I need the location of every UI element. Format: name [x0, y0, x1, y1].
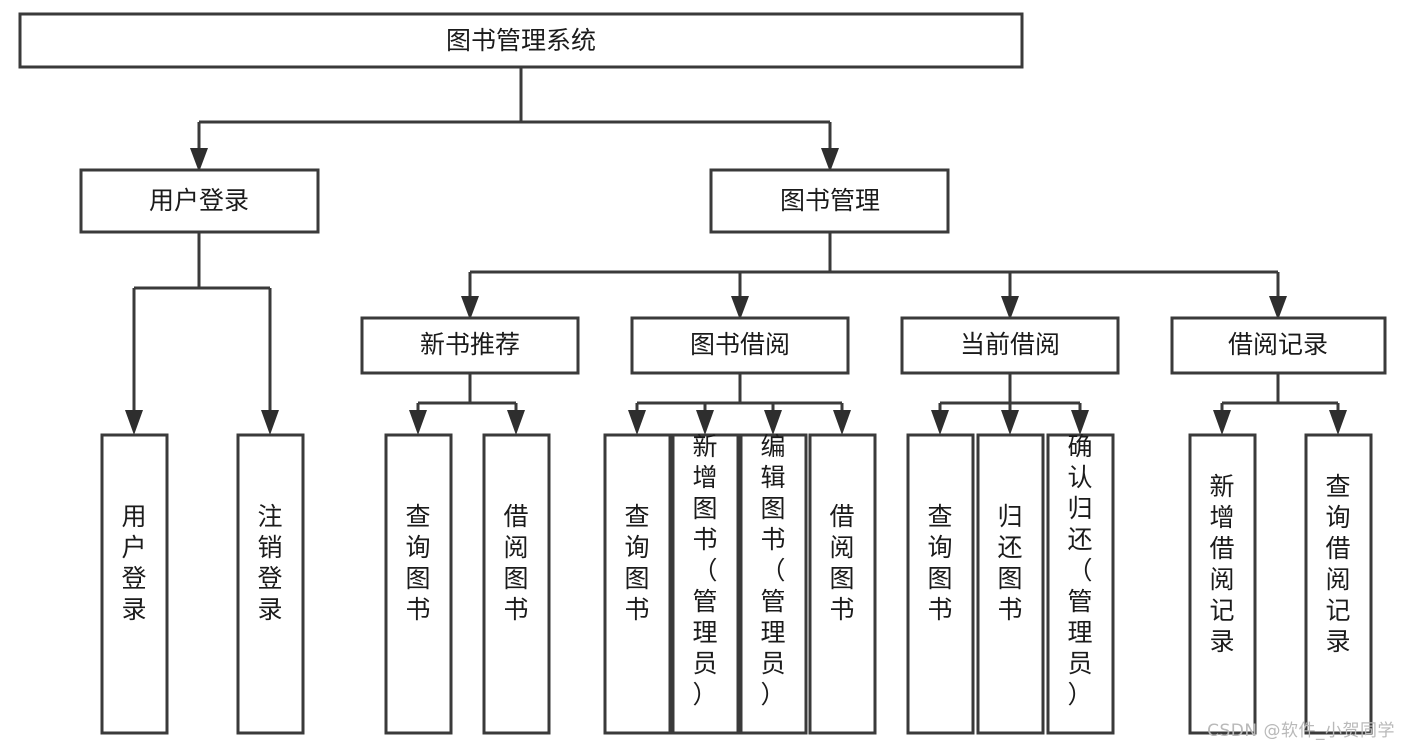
node-root[interactable]: 图书管理系统	[18, 12, 1024, 69]
leaf-newbook-borrow[interactable]: 借阅图书	[482, 433, 551, 735]
node-book-borrow[interactable]: 图书借阅	[630, 316, 850, 375]
leaf-bookborrow-edit-label: 编辑图书（管理员）	[760, 432, 785, 709]
leaf-bookborrow-query[interactable]: 查询图书	[603, 433, 672, 735]
leaf-bookborrow-edit-box[interactable]	[739, 433, 808, 735]
node-current-borrow[interactable]: 当前借阅	[900, 316, 1120, 375]
node-new-book-recommend-box[interactable]	[360, 316, 580, 375]
arrowhead-br-query	[1329, 410, 1347, 435]
leaf-newbook-query-box[interactable]	[384, 433, 453, 735]
arrowhead-leaf-logout	[261, 410, 279, 435]
node-current-borrow-label: 当前借阅	[960, 330, 1060, 359]
leaf-currentborrow-return-label: 归还图书	[997, 502, 1022, 624]
arrowhead-new-book	[461, 296, 479, 320]
leaf-user-login-login-label: 用户登录	[121, 502, 146, 624]
arrowhead-bb-query	[628, 410, 646, 435]
leaf-user-login-login-box[interactable]	[100, 433, 169, 735]
arrowhead-book-mgmt	[821, 148, 839, 172]
node-book-borrow-box[interactable]	[630, 316, 850, 375]
arrowhead-current-borrow	[1001, 296, 1019, 320]
leaf-currentborrow-query-label: 查询图书	[927, 502, 952, 624]
leaf-user-login-logout-box[interactable]	[236, 433, 305, 735]
leaf-bookborrow-query-label: 查询图书	[624, 502, 649, 624]
leaf-currentborrow-confirm[interactable]: 确认归还（管理员）	[1046, 432, 1115, 735]
leaf-borrowrecord-query[interactable]: 查询借阅记录	[1304, 433, 1373, 735]
arrowhead-newbook-query	[409, 410, 427, 435]
node-root-label: 图书管理系统	[446, 26, 596, 55]
arrowhead-newbook-borrow	[507, 410, 525, 435]
leaf-bookborrow-edit[interactable]: 编辑图书（管理员）	[739, 432, 808, 735]
arrowhead-bb-edit	[764, 410, 782, 435]
leaf-bookborrow-query-box[interactable]	[603, 433, 672, 735]
node-user-login-box[interactable]	[79, 168, 320, 234]
leaf-newbook-query[interactable]: 查询图书	[384, 433, 453, 735]
arrowhead-cb-confirm	[1071, 410, 1089, 435]
leaf-user-login-logout-label: 注销登录	[257, 502, 282, 624]
leaf-borrowrecord-query-box[interactable]	[1304, 433, 1373, 735]
node-borrow-record[interactable]: 借阅记录	[1170, 316, 1387, 375]
arrowhead-borrow-record	[1269, 296, 1287, 320]
node-book-management-label: 图书管理	[780, 186, 880, 215]
leaf-user-login-login[interactable]: 用户登录	[100, 433, 169, 735]
arrowhead-bb-add	[696, 410, 714, 435]
node-user-login[interactable]: 用户登录	[79, 168, 320, 234]
leaf-currentborrow-return-box[interactable]	[976, 433, 1045, 735]
leaf-borrowrecord-add-box[interactable]	[1188, 433, 1257, 735]
leaf-borrowrecord-query-label: 查询借阅记录	[1325, 472, 1350, 656]
node-new-book-recommend[interactable]: 新书推荐	[360, 316, 580, 375]
leaf-bookborrow-add-label: 新增图书（管理员）	[692, 432, 717, 709]
leaf-currentborrow-query[interactable]: 查询图书	[906, 433, 975, 735]
leaf-currentborrow-confirm-label: 确认归还（管理员）	[1067, 432, 1092, 709]
node-root-box[interactable]	[18, 12, 1024, 69]
leaf-bookborrow-borrow[interactable]: 借阅图书	[808, 433, 877, 735]
leaf-bookborrow-add-box[interactable]	[671, 433, 740, 735]
node-user-login-label: 用户登录	[149, 186, 249, 215]
leaf-borrowrecord-add[interactable]: 新增借阅记录	[1188, 433, 1257, 735]
arrowhead-cb-return	[1001, 410, 1019, 435]
node-book-management-box[interactable]	[709, 168, 950, 234]
node-book-borrow-label: 图书借阅	[690, 330, 790, 359]
leaf-bookborrow-add[interactable]: 新增图书（管理员）	[671, 432, 740, 735]
arrowhead-user-login	[190, 148, 208, 172]
leaf-newbook-borrow-label: 借阅图书	[503, 502, 528, 624]
leaf-user-login-logout[interactable]: 注销登录	[236, 433, 305, 735]
leaf-currentborrow-return[interactable]: 归还图书	[976, 433, 1045, 735]
leaf-newbook-query-label: 查询图书	[405, 502, 430, 624]
arrowhead-book-borrow	[731, 296, 749, 320]
leaf-currentborrow-confirm-box[interactable]	[1046, 433, 1115, 735]
leaf-currentborrow-query-box[interactable]	[906, 433, 975, 735]
leaf-borrowrecord-add-label: 新增借阅记录	[1209, 472, 1234, 656]
node-current-borrow-box[interactable]	[900, 316, 1120, 375]
node-borrow-record-box[interactable]	[1170, 316, 1387, 375]
arrowhead-leaf-user-login	[125, 410, 143, 435]
arrowhead-cb-query	[931, 410, 949, 435]
node-book-management[interactable]: 图书管理	[709, 168, 950, 234]
arrowhead-br-add	[1213, 410, 1231, 435]
csdn-watermark: CSDN @软件_小贺同学	[1207, 721, 1395, 741]
node-new-book-recommend-label: 新书推荐	[420, 330, 520, 359]
leaf-newbook-borrow-box[interactable]	[482, 433, 551, 735]
arrowhead-bb-borrow	[833, 410, 851, 435]
leaf-bookborrow-borrow-box[interactable]	[808, 433, 877, 735]
leaf-bookborrow-borrow-label: 借阅图书	[829, 502, 854, 624]
node-borrow-record-label: 借阅记录	[1228, 330, 1328, 359]
